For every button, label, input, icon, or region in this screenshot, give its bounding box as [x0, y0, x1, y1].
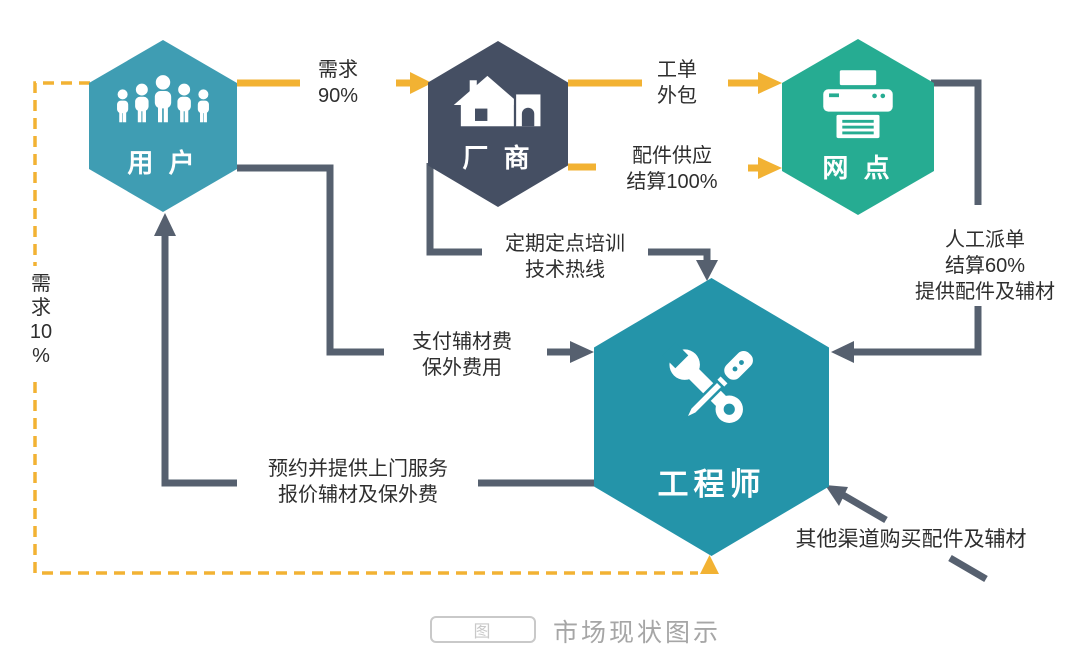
edge-label-parts-supply: 配件供应 结算100%	[626, 145, 718, 193]
edge-label-training: 定期定点培训 技术热线	[505, 233, 625, 281]
edge-label-other-channel: 其他渠道购买配件及辅材	[795, 528, 1027, 551]
house-icon	[453, 75, 541, 127]
printer-icon	[823, 69, 893, 138]
node-engineer-label: 工程师	[657, 466, 766, 502]
edge-label-demand90: 需求 90%	[317, 59, 359, 107]
edge-label-demand10: 需 求 10 %	[22, 272, 60, 368]
node-user-label: 用 户	[127, 147, 199, 178]
edge-label-appointment: 预约并提供上门服务 报价辅材及保外费	[268, 458, 448, 506]
edge-label-dispatch: 人工派单 结算60% 提供配件及辅材	[915, 229, 1055, 303]
node-manufacturer-label: 厂 商	[462, 143, 534, 173]
node-outlet-label: 网 点	[822, 152, 894, 183]
caption-tag: 图	[430, 616, 536, 643]
users-icon	[117, 74, 209, 122]
node-engineer: 工程师	[594, 278, 829, 556]
edge-label-pay-fees: 支付辅材费 保外费用	[412, 331, 512, 379]
caption-title: 市场现状图示	[553, 619, 722, 647]
edge-label-work-order: 工单 外包	[657, 59, 697, 107]
tools-icon	[661, 341, 755, 423]
